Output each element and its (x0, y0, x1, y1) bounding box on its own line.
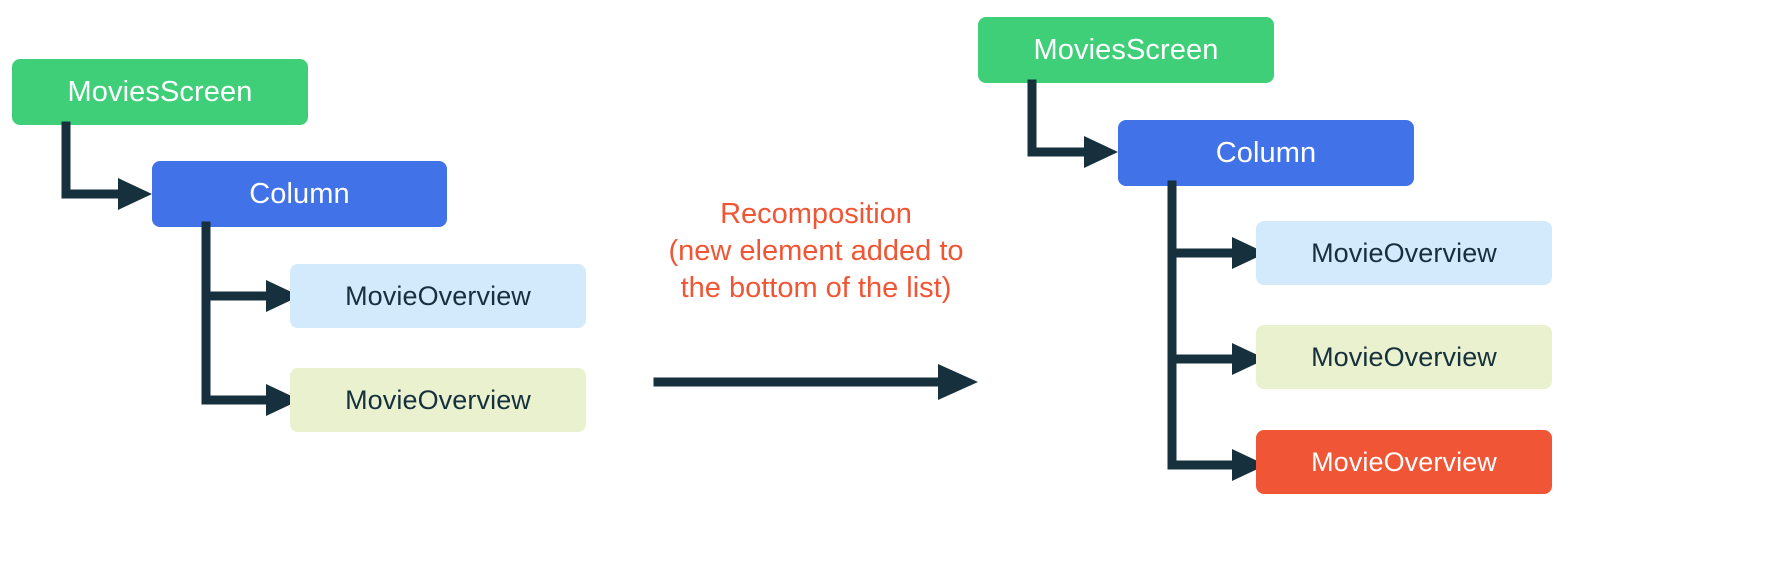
after-movie-overview-node-2[interactable]: MovieOverview (1256, 325, 1552, 389)
connector-after-column-to-children (1167, 180, 1266, 481)
before-movie-overview-label-1: MovieOverview (345, 280, 531, 311)
after-movies-screen-label: MoviesScreen (1033, 33, 1219, 66)
before-movies-screen-label: MoviesScreen (67, 75, 253, 108)
after-column-node[interactable]: Column (1118, 120, 1414, 186)
connector-before-screen-to-column (61, 121, 152, 210)
after-movie-overview-label-2: MovieOverview (1311, 341, 1497, 372)
transition-arrow-icon (653, 364, 978, 400)
after-movies-screen-node[interactable]: MoviesScreen (978, 17, 1274, 83)
after-movie-overview-node-1[interactable]: MovieOverview (1256, 221, 1552, 285)
after-column-label: Column (1215, 136, 1317, 169)
connector-before-column-to-children (201, 221, 300, 416)
recomposition-caption: Recomposition (new element added to the … (668, 198, 964, 305)
before-movies-screen-node[interactable]: MoviesScreen (12, 59, 308, 125)
after-movie-overview-label-3: MovieOverview (1311, 446, 1497, 477)
before-movie-overview-label-2: MovieOverview (345, 384, 531, 415)
before-column-node[interactable]: Column (152, 161, 447, 227)
connector-after-screen-to-column (1027, 79, 1118, 168)
before-movie-overview-node-1[interactable]: MovieOverview (290, 264, 586, 328)
before-column-label: Column (249, 177, 350, 210)
after-movie-overview-label-1: MovieOverview (1311, 237, 1497, 268)
after-movie-overview-node-3[interactable]: MovieOverview (1256, 430, 1552, 494)
before-movie-overview-node-2[interactable]: MovieOverview (290, 368, 586, 432)
